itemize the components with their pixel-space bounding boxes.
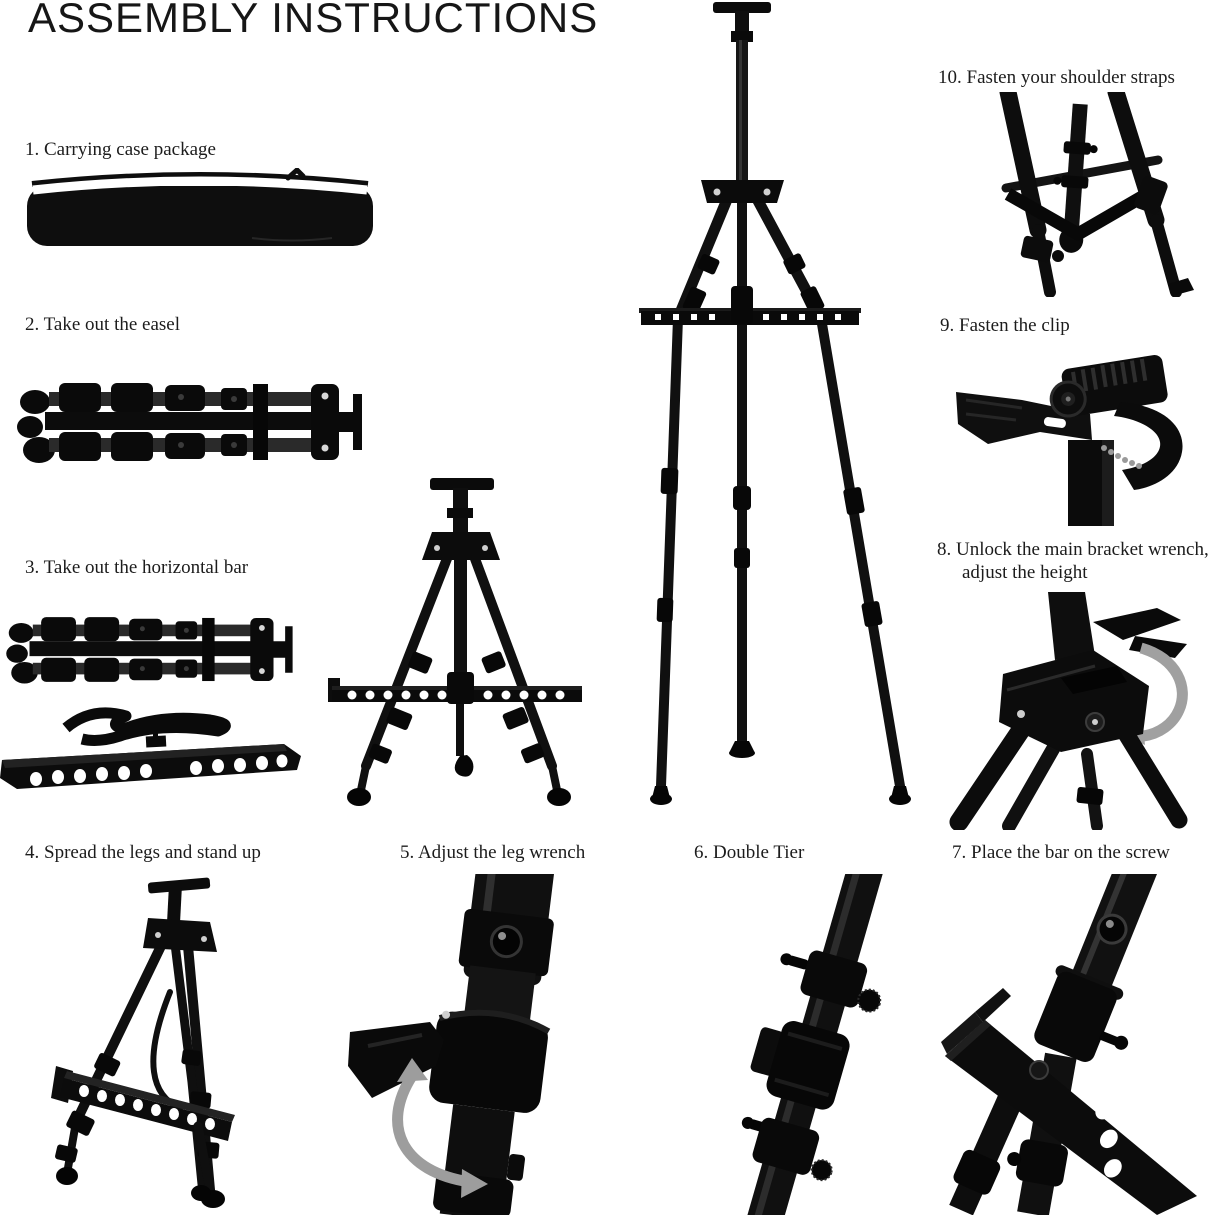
step-7-label: 7. Place the bar on the screw [952, 842, 1170, 863]
double-tier-closeup-illustration [736, 874, 893, 1215]
clip-roller [1049, 355, 1168, 418]
step-8-label-line1: 8. Unlock the main bracket wrench, [937, 539, 1209, 560]
step-10-label: 10. Fasten your shoulder straps [938, 67, 1175, 88]
folded-easel-illustration [17, 383, 362, 463]
step-8-label: 8. Unlock the main bracket wrench, adjus… [937, 538, 1214, 584]
bar-holes [347, 690, 565, 700]
bracket-wrench-closeup-illustration [949, 592, 1188, 830]
medium-easel-illustration [328, 478, 582, 806]
carrying-case-illustration [27, 168, 373, 246]
thumb-screw-icon [858, 989, 881, 1012]
step-3-label: 3. Take out the horizontal bar [25, 557, 249, 578]
step-5-label: 5. Adjust the leg wrench [400, 842, 586, 863]
shoulder-strap-icon [1004, 184, 1158, 241]
step-6-label: 6. Double Tier [694, 842, 805, 863]
step-1-label: 1. Carrying case package [25, 139, 216, 160]
step-2-label: 2. Take out the easel [25, 314, 181, 335]
spring-dots [1101, 445, 1142, 469]
shoulder-straps-closeup-illustration [999, 92, 1194, 297]
step-4-label: 4. Spread the legs and stand up [25, 842, 261, 863]
bar-holes [655, 314, 841, 320]
flip-lever-icon [1093, 608, 1181, 640]
bar-on-screw-closeup-illustration [941, 874, 1197, 1215]
rotate-arrow-icon [1139, 642, 1188, 742]
page-title: ASSEMBLY INSTRUCTIONS [28, 0, 599, 41]
clip-arm [956, 392, 1092, 444]
clip-jaw [1114, 402, 1183, 490]
full-easel-illustration [639, 2, 911, 805]
rotate-arrow-icon [392, 1073, 471, 1188]
folded-easel-with-bar-illustration [0, 617, 301, 789]
tray-holes [79, 1085, 215, 1130]
step-9-label: 9. Fasten the clip [940, 315, 1070, 336]
step-8-label-line2: adjust the height [962, 562, 1088, 583]
keyhole-slots [1090, 1072, 1126, 1208]
bar-holes [30, 754, 288, 786]
leg-wrench-closeup-illustration [348, 874, 556, 1215]
clamp-lever-icon [348, 1022, 444, 1098]
standing-easel-illustration [51, 877, 235, 1208]
bolt-icon [1096, 913, 1128, 945]
clip-closeup-illustration [956, 355, 1183, 526]
strap-icon [62, 707, 231, 746]
